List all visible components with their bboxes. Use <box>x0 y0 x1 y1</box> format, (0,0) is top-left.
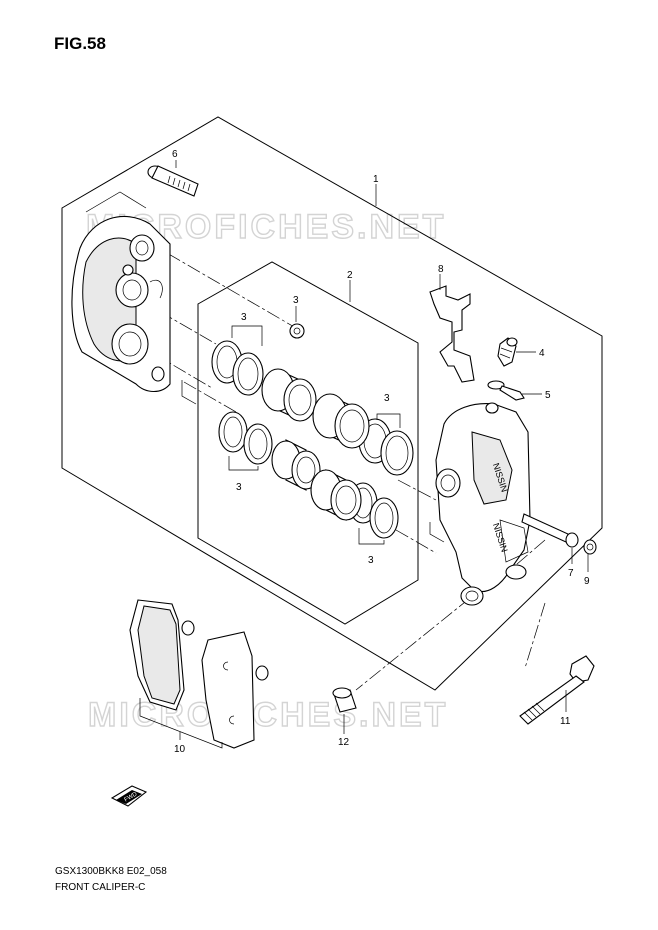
outline-notch <box>429 522 445 543</box>
bolt-6[interactable] <box>147 165 199 197</box>
guide-line <box>133 341 213 389</box>
watermark-bottom: MICROFICHES.NET <box>88 696 448 734</box>
slide-pin-7[interactable] <box>521 513 579 548</box>
caliper-half-left[interactable] <box>71 215 171 393</box>
figure-name: FRONT CALIPER-C <box>55 882 146 893</box>
callout-10: 10 <box>174 744 186 755</box>
callout-3-lower-right: 3 <box>368 555 374 566</box>
pad-bracket <box>139 698 223 749</box>
callout-12: 12 <box>338 737 350 748</box>
group-bracket <box>358 528 385 545</box>
bleeder-cap-5[interactable] <box>487 380 525 401</box>
callout-3-upper-right: 3 <box>384 393 390 404</box>
bleeder-valve-4[interactable] <box>497 337 518 367</box>
caliper-assembly-outline <box>61 116 603 691</box>
group-bracket <box>228 456 259 471</box>
guide-line <box>355 597 471 691</box>
callout-4: 4 <box>539 348 545 359</box>
outline-notch <box>85 191 147 213</box>
seal-washer-3[interactable] <box>289 323 305 339</box>
forward-direction-badge: FWD <box>110 785 148 807</box>
figure-title: FIG.58 <box>54 34 106 53</box>
outline-notch <box>181 380 197 405</box>
callout-8: 8 <box>438 264 444 275</box>
brake-pad-set-10[interactable] <box>129 599 269 749</box>
callout-3-washer: 3 <box>293 295 299 306</box>
guide-line <box>147 241 297 329</box>
guide-line <box>397 479 437 501</box>
callout-1: 1 <box>373 174 379 185</box>
callout-3-upper-left: 3 <box>241 312 247 323</box>
callout-5: 5 <box>545 390 551 401</box>
caliper-half-right[interactable]: NISSIN NISSIN <box>435 402 531 606</box>
group-bracket <box>231 325 263 346</box>
bushing-12[interactable] <box>332 687 357 713</box>
mounting-bolt-11[interactable] <box>519 655 595 725</box>
pin-boot-9[interactable] <box>583 539 597 555</box>
guide-line <box>139 299 217 345</box>
callout-2: 2 <box>347 270 353 281</box>
callout-7: 7 <box>568 568 574 579</box>
piston-kit-outline <box>197 261 419 625</box>
callout-6: 6 <box>172 149 178 160</box>
piston-seals[interactable] <box>211 340 414 539</box>
seal-washer-hole <box>293 327 301 335</box>
guide-line <box>183 381 237 413</box>
guide-line <box>524 602 546 669</box>
group-bracket <box>376 413 401 428</box>
callout-9: 9 <box>584 576 590 587</box>
guide-line <box>509 539 546 571</box>
callout-3-lower-left: 3 <box>236 482 242 493</box>
model-code: GSX1300BKK8 E02_058 <box>55 866 167 877</box>
guide-line <box>395 529 437 554</box>
callout-11: 11 <box>560 716 571 727</box>
pad-spring-8[interactable] <box>429 285 475 383</box>
pistons[interactable] <box>261 368 370 521</box>
